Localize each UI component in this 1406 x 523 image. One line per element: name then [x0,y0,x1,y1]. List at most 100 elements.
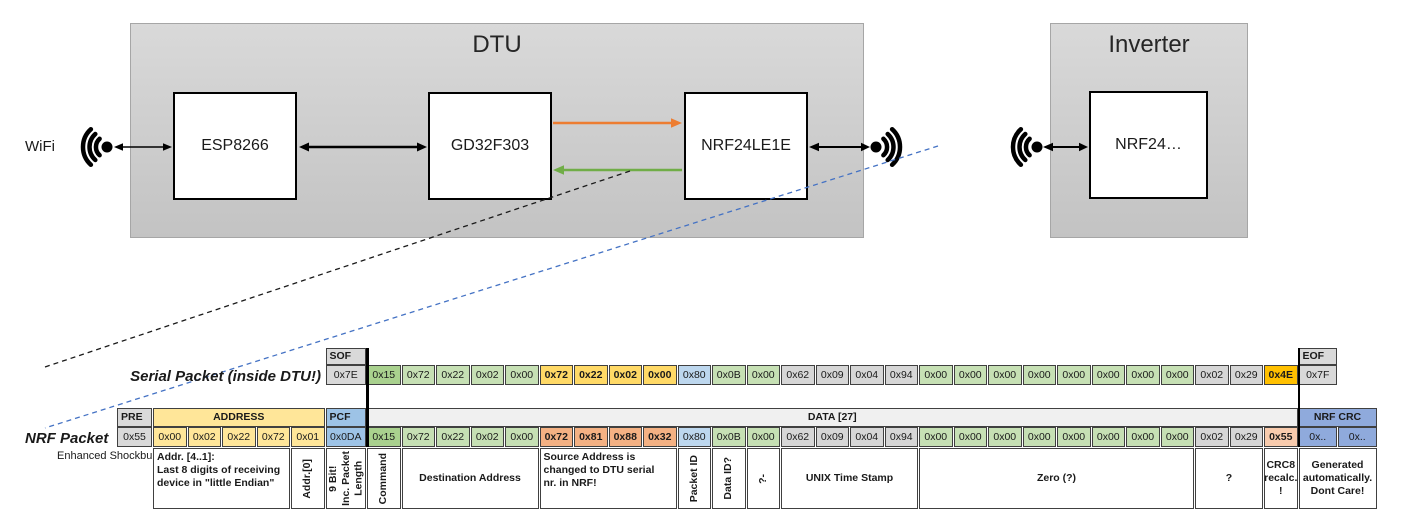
data-end-separator [1297,348,1300,447]
serial-byte: 0x00 [746,365,780,385]
serial-byte: 0x00 [1057,365,1091,385]
nrf-crc-header: NRF CRC [1298,408,1377,427]
annotation-addr-4-1: Addr. [4..1]: Last 8 digits of receiving… [153,448,290,509]
serial-byte: 0x04 [850,365,884,385]
serial-byte: 0x22 [574,365,608,385]
nrf-byte: 0x62 [781,427,815,447]
nrf-byte: 0x15 [367,427,401,447]
serial-byte: 0x00 [1126,365,1160,385]
serial-byte: 0x29 [1229,365,1263,385]
serial-packet-label: Serial Packet (inside DTU!) [130,368,321,385]
serial-byte: 0x72 [539,365,573,385]
annotation-addr-0: Addr.[0] [291,448,325,509]
annotation-pcf-text: 9 Bit! Inc. Packet Length [326,451,365,506]
annotation-unknown-1: ?- [746,448,780,509]
nrf-crc8-byte: 0x55 [1264,427,1298,447]
wifi-label: WiFi [25,138,55,155]
serial-byte: 0x00 [1022,365,1056,385]
nrf-byte: 0x09 [815,427,849,447]
nrf-packet-row: 0x55 0x00 0x02 0x22 0x72 0x01 0x0DA 0x15… [117,427,1377,447]
pre-header: PRE [117,408,152,427]
serial-byte: 0x02 [608,365,642,385]
nrf-byte: 0x00 [746,427,780,447]
wifi-icon-dtu-right [870,126,903,168]
nrf-crc-byte: 0x.. [1298,427,1337,447]
nrf-byte: 0x0B [712,427,746,447]
annotation-packet-id: Packet ID [677,448,711,509]
nrf-byte: 0x88 [608,427,642,447]
nrf-pcf-byte: 0x0DA [325,427,366,447]
nrf-address-byte: 0x22 [222,427,256,447]
nrf-byte: 0x00 [919,427,953,447]
nrf-byte: 0x00 [1126,427,1160,447]
nrf-byte: 0x00 [988,427,1022,447]
annotation-crc8: CRC8 recalc. ! [1264,448,1298,509]
nrf-byte: 0x00 [505,427,539,447]
nrf-byte: 0x00 [953,427,987,447]
serial-byte: 0x00 [919,365,953,385]
serial-byte: 0x62 [781,365,815,385]
nrf-byte: 0x29 [1229,427,1263,447]
esp8266-box: ESP8266 [173,92,297,200]
nrf-byte: 0x04 [850,427,884,447]
annotation-generated: Generated automatically. Dont Care! [1298,448,1377,509]
sof-header: SOF [325,348,366,365]
gd32f303-box: GD32F303 [428,92,552,200]
wifi-icon-inverter [1010,126,1043,168]
serial-byte: 0x0B [712,365,746,385]
data-start-separator [366,348,369,447]
nrf-byte: 0x80 [677,427,711,447]
serial-byte: 0x00 [953,365,987,385]
serial-packet-row: 0x7E 0x15 0x72 0x22 0x02 0x00 0x72 0x22 … [325,365,1337,385]
annotation-data-id: Data ID? [712,448,746,509]
nrf-byte: 0x22 [436,427,470,447]
nrf-byte: 0x02 [1195,427,1229,447]
annotation-pcf: 9 Bit! Inc. Packet Length [325,448,366,509]
eof-header: EOF [1298,348,1337,365]
serial-byte: 0x09 [815,365,849,385]
serial-byte: 0x00 [1160,365,1194,385]
serial-byte: 0x00 [505,365,539,385]
serial-byte: 0x00 [1091,365,1125,385]
nrf-byte: 0x02 [470,427,504,447]
nrf-packet-label: NRF Packet [25,430,109,447]
annotation-zero: Zero (?) [919,448,1194,509]
nrf-byte: 0x00 [1022,427,1056,447]
nrf-address-byte: 0x72 [256,427,290,447]
serial-byte: 0x94 [884,365,918,385]
nrf-byte: 0x72 [401,427,435,447]
serial-byte: 0x15 [367,365,401,385]
dtu-title: DTU [472,31,522,58]
nrf-byte: 0x32 [643,427,677,447]
inverter-nrf24-box: NRF24… [1089,91,1208,199]
annotation-unknown-2: ? [1195,448,1263,509]
serial-byte: 0x02 [470,365,504,385]
nrf-address-byte: 0x02 [187,427,221,447]
nrf-byte: 0x00 [1057,427,1091,447]
pcf-header: PCF [325,408,366,427]
annotation-unix-timestamp: UNIX Time Stamp [781,448,918,509]
nrf24le1e-box: NRF24LE1E [684,92,808,200]
serial-byte: 0x80 [677,365,711,385]
enhanced-shockburst-label: Enhanced Shockburst [57,450,165,462]
annotation-source: Source Address is changed to DTU serial … [539,448,677,509]
annotation-unknown-1-text: ?- [756,473,769,484]
annotation-packet-id-text: Packet ID [687,454,700,503]
nrf-address-byte: 0x00 [153,427,187,447]
inverter-title: Inverter [1108,31,1190,58]
annotation-row: Addr. [4..1]: Last 8 digits of receiving… [153,448,1377,509]
nrf-pre-byte: 0x55 [117,427,152,447]
nrf-byte: 0x72 [539,427,573,447]
serial-byte: 0x02 [1195,365,1229,385]
nrf-crc-byte: 0x.. [1338,427,1377,447]
serial-byte: 0x22 [436,365,470,385]
nrf-byte: 0x00 [1160,427,1194,447]
address-header: ADDRESS [153,408,325,427]
annotation-command: Command [367,448,401,509]
serial-eof-byte: 0x7F [1298,365,1337,385]
nrf-byte: 0x81 [574,427,608,447]
wifi-icon-dtu-left [80,126,113,168]
annotation-addr-0-text: Addr.[0] [301,458,314,499]
serial-byte: 0x00 [643,365,677,385]
